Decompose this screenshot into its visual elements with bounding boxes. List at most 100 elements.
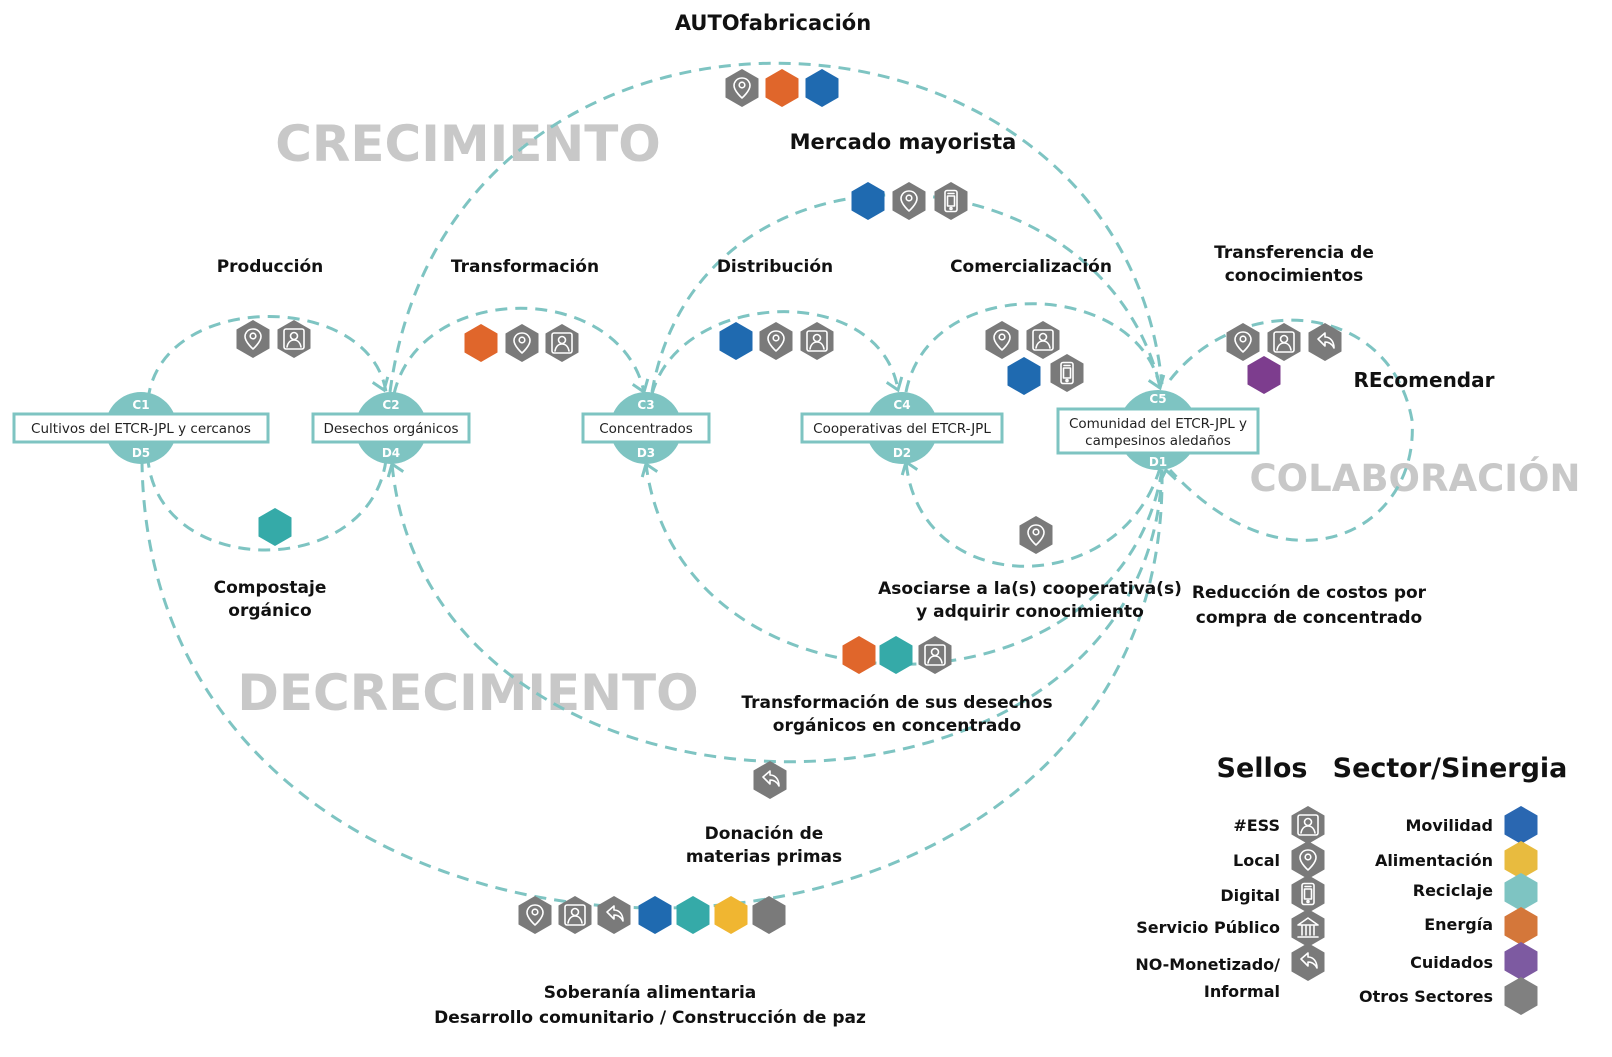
legend-digital-label: Digital (1220, 886, 1280, 905)
person-icon (918, 636, 952, 674)
share-icon (597, 896, 631, 934)
recycling-sector-hex (879, 636, 913, 674)
title-soberania-1: Soberanía alimentaria (544, 983, 757, 1003)
location-icon (518, 896, 552, 934)
legend-energia-label: Energía (1424, 915, 1493, 934)
legend-alimentacion-label: Alimentación (1375, 851, 1493, 870)
node-d1: D1 (1149, 455, 1167, 469)
icons-distribucion (719, 322, 834, 360)
icons-transf-desechos (842, 636, 952, 674)
growth-label: CRECIMIENTO (275, 115, 661, 173)
recycling-sector-hex (258, 508, 292, 546)
energy-sector-hex (842, 636, 876, 674)
location-icon (985, 321, 1019, 359)
node-d2: D2 (893, 446, 911, 460)
node-d5: D5 (132, 446, 150, 460)
icons-transferencia (1226, 323, 1342, 394)
title-reduccion-1: Reducción de costos por (1192, 583, 1427, 603)
stage-2: Desechos orgánicos C2 D4 (311, 392, 471, 464)
title-mercado-mayorista: Mercado mayorista (790, 130, 1017, 154)
legend-energy-hex (1504, 907, 1538, 945)
node-c4: C4 (893, 398, 910, 412)
collaboration-label: COLABORACIÓN (1250, 456, 1581, 500)
building-icon (1291, 909, 1325, 947)
energy-sector-hex (765, 69, 799, 107)
loop-transformacion (392, 306, 646, 395)
icons-asociarse (1019, 516, 1053, 554)
title-transf-desechos-1: Transformación de sus desechos (741, 693, 1052, 713)
legend-sector-title: Sector/Sinergia (1333, 753, 1568, 784)
title-transf-desechos-2: orgánicos en concentrado (773, 716, 1021, 736)
stage-5: Comunidad del ETCR-JPL y campesinos aled… (1056, 390, 1260, 470)
box-desechos: Desechos orgánicos (323, 421, 458, 437)
legend-mobility-hex (1504, 806, 1538, 844)
title-reduccion-2: compra de concentrado (1196, 608, 1422, 628)
node-d3: D3 (637, 446, 655, 460)
person-icon (1026, 321, 1060, 359)
phone-icon (1050, 354, 1084, 392)
loop-distribucion (650, 310, 900, 395)
loop-colaboracion (1168, 318, 1414, 542)
legend-servicio-label: Servicio Público (1136, 918, 1280, 937)
legend-sellos-title: Sellos (1217, 753, 1308, 784)
loop-donacion (390, 463, 1164, 764)
title-asociarse-1: Asociarse a la(s) cooperativa(s) (878, 579, 1182, 599)
box-cultivos: Cultivos del ETCR-JPL y cercanos (31, 421, 251, 437)
title-distribucion: Distribución (717, 257, 833, 277)
share-icon (753, 761, 787, 799)
arrow-c2 (371, 375, 394, 395)
node-d4: D4 (382, 446, 400, 460)
title-autofabricacion: AUTOfabricación (675, 11, 871, 35)
box-comunidad-line2: campesinos aledaños (1085, 433, 1231, 449)
legend-local-label: Local (1233, 851, 1280, 870)
care-sector-hex (1247, 356, 1281, 394)
location-icon (236, 320, 270, 358)
location-icon (1019, 516, 1053, 554)
legend-reciclaje-label: Reciclaje (1413, 881, 1493, 900)
legend-otros-label: Otros Sectores (1359, 987, 1493, 1006)
loop-produccion (146, 315, 388, 401)
share-icon (1291, 943, 1325, 981)
legend-nomonetizado-label-2: Informal (1204, 982, 1280, 1001)
box-concentrados: Concentrados (599, 421, 693, 437)
stage-3: Concentrados C3 D3 (581, 392, 711, 464)
box-cooperativas: Cooperativas del ETCR-JPL (813, 421, 991, 437)
icons-transformacion (464, 324, 579, 362)
icons-donacion (753, 761, 787, 799)
stage-1: Cultivos del ETCR-JPL y cercanos C1 D5 (12, 392, 270, 464)
title-donacion-2: materias primas (686, 847, 842, 867)
title-asociarse-2: y adquirir conocimiento (916, 602, 1144, 622)
node-c2: C2 (382, 398, 399, 412)
location-icon (1291, 841, 1325, 879)
title-transferencia-2: conocimientos (1225, 266, 1364, 286)
loop-comercializacion (904, 302, 1162, 393)
person-icon (800, 322, 834, 360)
mobility-sector-hex (638, 896, 672, 934)
legend-cuidados-label: Cuidados (1410, 953, 1493, 972)
mobility-sector-hex (805, 69, 839, 107)
node-c3: C3 (637, 398, 654, 412)
legend-ess-label: #ESS (1233, 816, 1280, 835)
title-produccion: Producción (217, 257, 324, 277)
person-icon (277, 320, 311, 358)
icons-produccion (236, 320, 311, 358)
title-comercializacion: Comercialización (950, 257, 1112, 277)
loop-mercado (650, 193, 1162, 393)
degrowth-label: DECRECIMIENTO (237, 664, 698, 722)
person-icon (1267, 323, 1301, 361)
legend-recycling-hex (1504, 873, 1538, 911)
legend-nomonetizado-label-1: NO-Monetizado/ (1135, 955, 1280, 974)
energy-sector-hex (464, 324, 498, 362)
icons-comercializacion (985, 321, 1084, 395)
mobility-sector-hex (719, 322, 753, 360)
title-transformacion: Transformación (451, 257, 599, 277)
node-c1: C1 (132, 398, 149, 412)
location-icon (725, 69, 759, 107)
icons-autofabricacion (725, 69, 839, 107)
box-comunidad-line1: Comunidad del ETCR-JPL y (1069, 416, 1247, 432)
title-recomendar: REcomendar (1354, 368, 1495, 392)
stage-4: Cooperativas del ETCR-JPL C4 D2 (800, 392, 1004, 464)
title-donacion-1: Donación de (705, 824, 824, 844)
legend-movilidad-label: Movilidad (1406, 816, 1494, 835)
